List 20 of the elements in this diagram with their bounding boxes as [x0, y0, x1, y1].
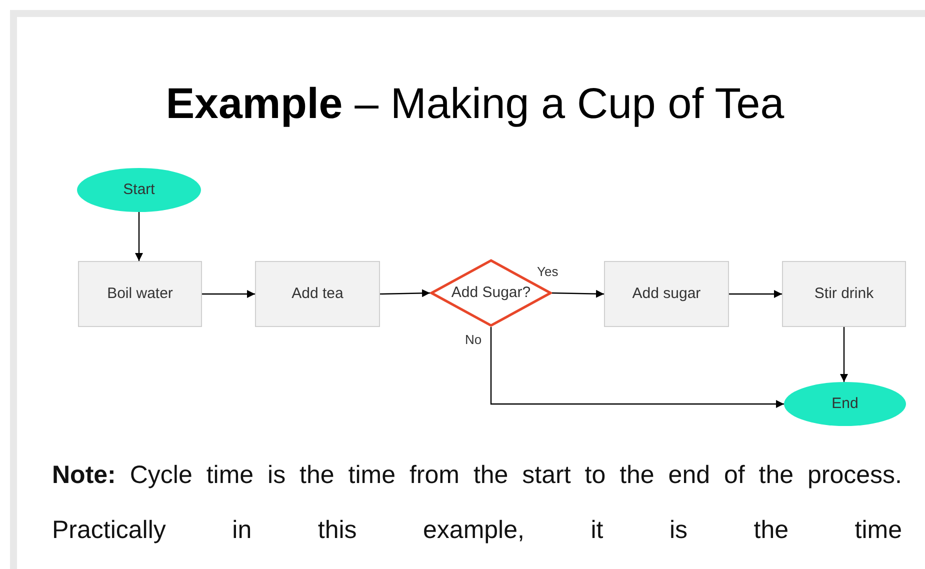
- process-box: [782, 261, 906, 327]
- arrow: [490, 327, 784, 408]
- process-box: [255, 261, 380, 327]
- process-box: [604, 261, 729, 327]
- node-text: Add sugar: [631, 284, 702, 304]
- title: Example – Making a Cup of Tea: [164, 79, 786, 130]
- arrow: [729, 290, 782, 298]
- node-text: Boil water: [106, 284, 174, 304]
- node-text: Stir drink: [813, 284, 875, 304]
- node-text: End: [830, 394, 860, 414]
- node-text: Add Sugar?: [450, 283, 532, 303]
- arrow: [135, 212, 143, 261]
- node-text: Add tea: [290, 284, 344, 304]
- arrow: [202, 290, 255, 298]
- arrow: [840, 327, 848, 382]
- process-box: [78, 261, 202, 327]
- note-paragraph: Note: Cycle time is the time from the start to the end of the process. Practically in this example, it is the time: [52, 460, 902, 546]
- arrow: [552, 290, 604, 298]
- arrow: [380, 289, 430, 298]
- node-text: Start: [122, 180, 156, 200]
